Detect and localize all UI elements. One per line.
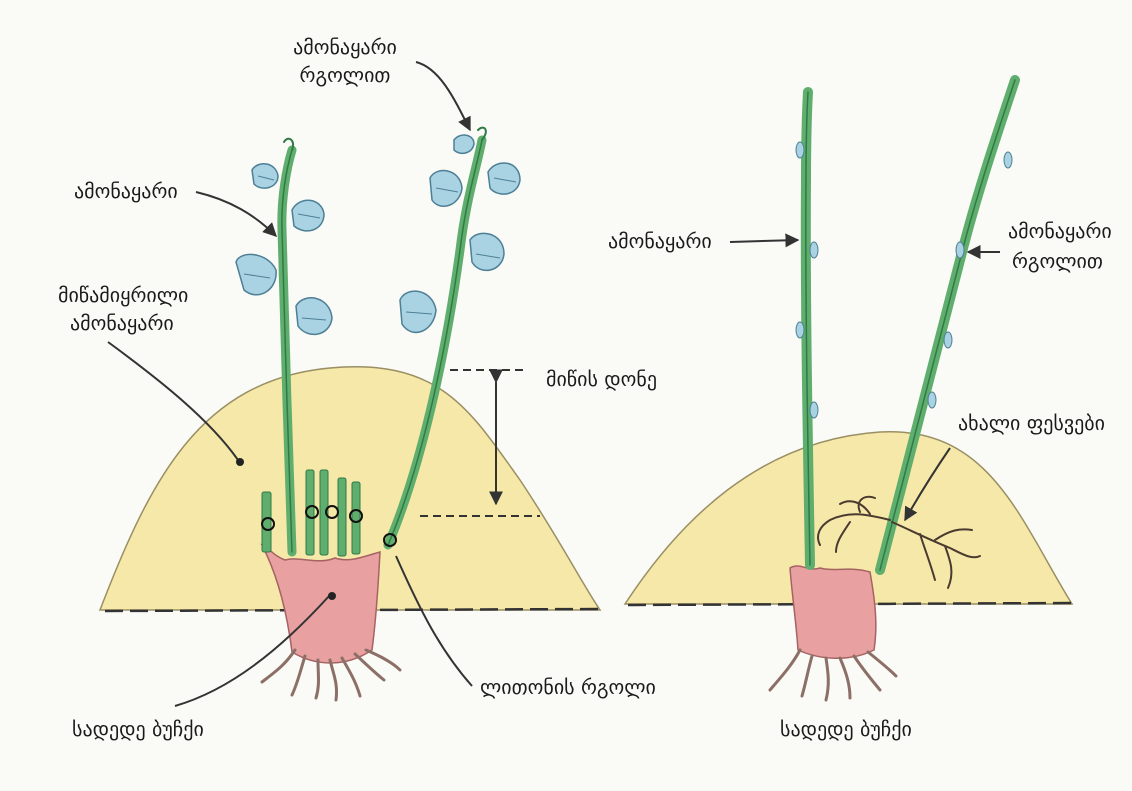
label-mother-bush-right: სადედე ბუჩქი — [780, 716, 912, 742]
label-soil-level: მიწის დონე — [546, 366, 657, 392]
label-shoot-ringed-right-line1: ამონაყარი — [1008, 218, 1112, 244]
left-leader-dot-mound — [236, 458, 244, 466]
label-wire-ring: ლითონის რგოლი — [480, 674, 656, 700]
label-shoot-ringed-right-line2: რგოლით — [1012, 248, 1103, 274]
label-shoot-ringed-top-line1: ამონაყარი — [270, 34, 420, 60]
left-leader-dot-crown — [328, 592, 336, 600]
label-shoot-right: ამონაყარი — [608, 228, 712, 254]
label-earthed-shoot-line2: ამონაყარი — [70, 310, 174, 336]
label-shoot-top: ამონაყარი — [74, 178, 178, 204]
label-mother-bush-left: სადედე ბუჩქი — [72, 716, 204, 742]
label-new-roots: ახალი ფესვები — [958, 410, 1105, 436]
label-earthed-shoot-line1: მიწამიყრილი — [58, 282, 188, 308]
label-shoot-ringed-top-line2: რგოლით — [270, 62, 420, 88]
right-crown — [790, 566, 876, 658]
